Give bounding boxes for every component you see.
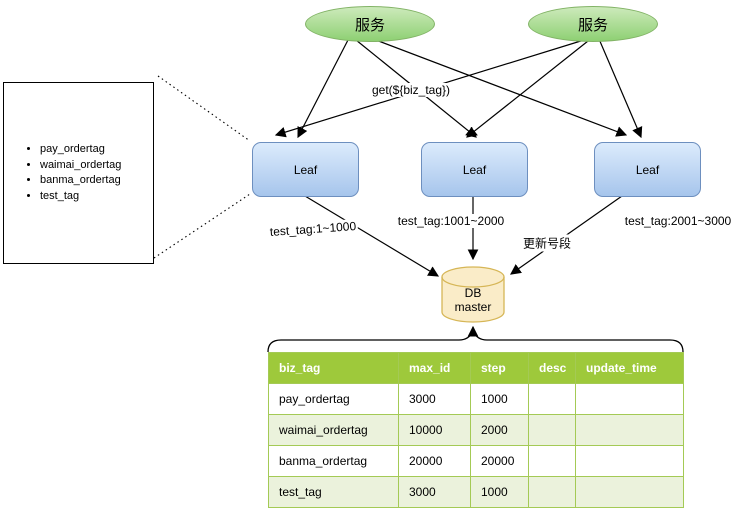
table-cell: 1000 bbox=[470, 383, 529, 415]
service-node-2: 服务 bbox=[528, 6, 658, 42]
arrow-service1-leaf1 bbox=[297, 39, 349, 139]
table-cell bbox=[575, 445, 684, 477]
table-cell: 3000 bbox=[398, 383, 471, 415]
tag-list: pay_ordertagwaimai_ordertagbanma_orderta… bbox=[4, 142, 121, 204]
table-cell bbox=[528, 445, 576, 477]
leaf-node-2: Leaf bbox=[421, 142, 528, 197]
column-header: max_id bbox=[398, 352, 471, 384]
db-label-line2: master bbox=[454, 300, 492, 314]
edge-label-segment2: test_tag:1001~2000 bbox=[395, 214, 507, 228]
table-cell: 3000 bbox=[398, 476, 471, 508]
dotted-callout-top bbox=[157, 75, 251, 142]
arrow-leaf1-db bbox=[304, 195, 440, 277]
edge-label-update-segment: 更新号段 bbox=[520, 234, 574, 252]
table-cell: 10000 bbox=[398, 414, 471, 446]
db-master-label: DB master bbox=[442, 286, 504, 314]
service-node-1: 服务 bbox=[305, 6, 435, 42]
tag-list-item: waimai_ordertag bbox=[40, 158, 121, 174]
db-label-line1: DB bbox=[464, 286, 482, 300]
edge-label-get: get(${biz_tag}) bbox=[369, 83, 453, 97]
column-header: biz_tag bbox=[268, 352, 399, 384]
service-node-label: 服务 bbox=[577, 16, 608, 34]
table-cell: banma_ordertag bbox=[268, 445, 399, 477]
column-header: update_time bbox=[575, 352, 684, 384]
table-cell: 1000 bbox=[470, 476, 529, 508]
table-cell: pay_ordertag bbox=[268, 383, 399, 415]
table-cell bbox=[528, 476, 576, 508]
leaf-node-label: Leaf bbox=[462, 162, 487, 177]
tag-list-box: pay_ordertagwaimai_ordertagbanma_orderta… bbox=[3, 82, 154, 264]
leaf-node-3: Leaf bbox=[594, 142, 701, 197]
table-cell bbox=[528, 383, 576, 415]
table-cell bbox=[575, 383, 684, 415]
table-cell: 2000 bbox=[470, 414, 529, 446]
tag-list-item: pay_ordertag bbox=[40, 142, 121, 158]
arrow-service2-leaf2 bbox=[466, 40, 589, 138]
edge-label-segment3: test_tag:2001~3000 bbox=[622, 214, 734, 228]
column-header: desc bbox=[528, 352, 576, 384]
table-cell: 20000 bbox=[470, 445, 529, 477]
arrow-service1-leaf3 bbox=[367, 36, 628, 137]
arrow-service2-leaf3 bbox=[598, 38, 643, 139]
table-cell bbox=[575, 414, 684, 446]
table-cell: test_tag bbox=[268, 476, 399, 508]
leaf-node-label: Leaf bbox=[293, 162, 318, 177]
table-cell bbox=[575, 476, 684, 508]
table-cell bbox=[528, 414, 576, 446]
service-node-label: 服务 bbox=[354, 16, 385, 34]
tag-list-item: test_tag bbox=[40, 189, 121, 205]
tag-list-item: banma_ordertag bbox=[40, 173, 121, 189]
table-brace bbox=[267, 329, 684, 353]
table-cell: 20000 bbox=[398, 445, 471, 477]
column-header: step bbox=[470, 352, 529, 384]
table-cell: waimai_ordertag bbox=[268, 414, 399, 446]
leaf-node-1: Leaf bbox=[252, 142, 359, 197]
db-cylinder bbox=[441, 266, 505, 323]
leaf-node-label: Leaf bbox=[635, 162, 660, 177]
dotted-callout-bottom bbox=[153, 193, 251, 259]
